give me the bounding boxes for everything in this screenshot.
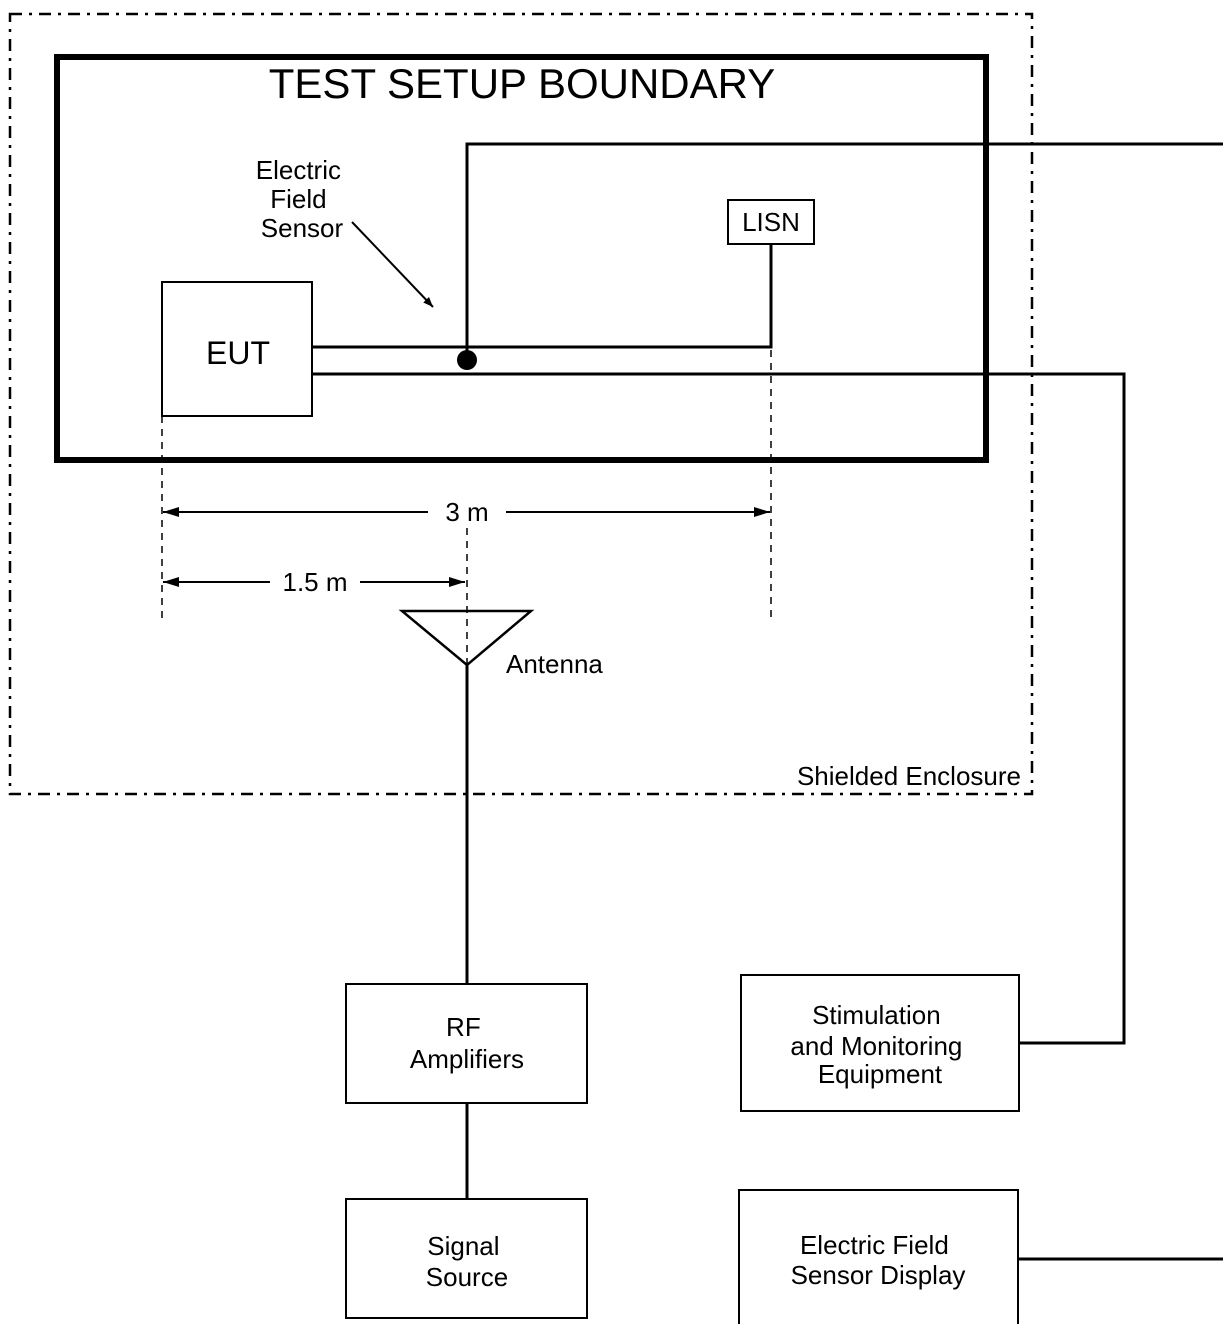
stimulation-equipment-label-line-1: Stimulation [812, 1000, 941, 1030]
rf-amplifiers-label-line-1: RF [446, 1012, 481, 1042]
rf-amplifiers-label: RF Amplifiers [410, 1012, 524, 1074]
stimulation-equipment-label: Stimulation and Monitoring Equipment [790, 1000, 969, 1089]
sensor-output-cable [465, 142, 1223, 360]
sensor-display-label-line-2: Sensor Display [791, 1260, 966, 1290]
eut-lisn-cable [312, 244, 773, 349]
sensor-label: Electric Field Sensor [256, 155, 348, 243]
electric-field-sensor-dot [457, 350, 477, 370]
sensor-label-line-3: Sensor [261, 213, 344, 243]
stimulation-equipment-box [740, 974, 1020, 1112]
eut-label: EUT [206, 335, 270, 371]
antenna-icon [398, 609, 535, 667]
signal-source-label: Signal Source [426, 1231, 508, 1292]
signal-source-box [345, 1198, 588, 1319]
dimension-3m-label: 3 m [445, 497, 488, 527]
sensor-label-line-1: Electric [256, 155, 341, 185]
signal-source-label-line-1: Signal [427, 1231, 499, 1261]
sensor-pointer-arrow [351, 221, 434, 308]
lisn-label: LISN [742, 207, 800, 237]
stimulation-equipment-label-line-2: and Monitoring [790, 1031, 962, 1061]
stimulation-equipment-label-line-3: Equipment [818, 1059, 943, 1089]
rf-amplifiers-label-line-2: Amplifiers [410, 1044, 524, 1074]
signal-source-label-line-2: Source [426, 1262, 508, 1292]
sensor-display-label: Electric Field Sensor Display [791, 1230, 966, 1290]
antenna-label: Antenna [506, 649, 603, 679]
shielded-enclosure [8, 12, 1034, 796]
eut-stimulation-cable [312, 372, 1126, 1045]
boundary-title: TEST SETUP BOUNDARY [269, 60, 775, 107]
sensor-label-line-2: Field [270, 184, 326, 214]
sensor-display-label-line-1: Electric Field [800, 1230, 949, 1260]
eut-box [161, 281, 313, 417]
dimension-1-5m-label: 1.5 m [282, 567, 347, 597]
shielded-enclosure-label: Shielded Enclosure [797, 761, 1021, 791]
test-setup-boundary [54, 54, 989, 463]
